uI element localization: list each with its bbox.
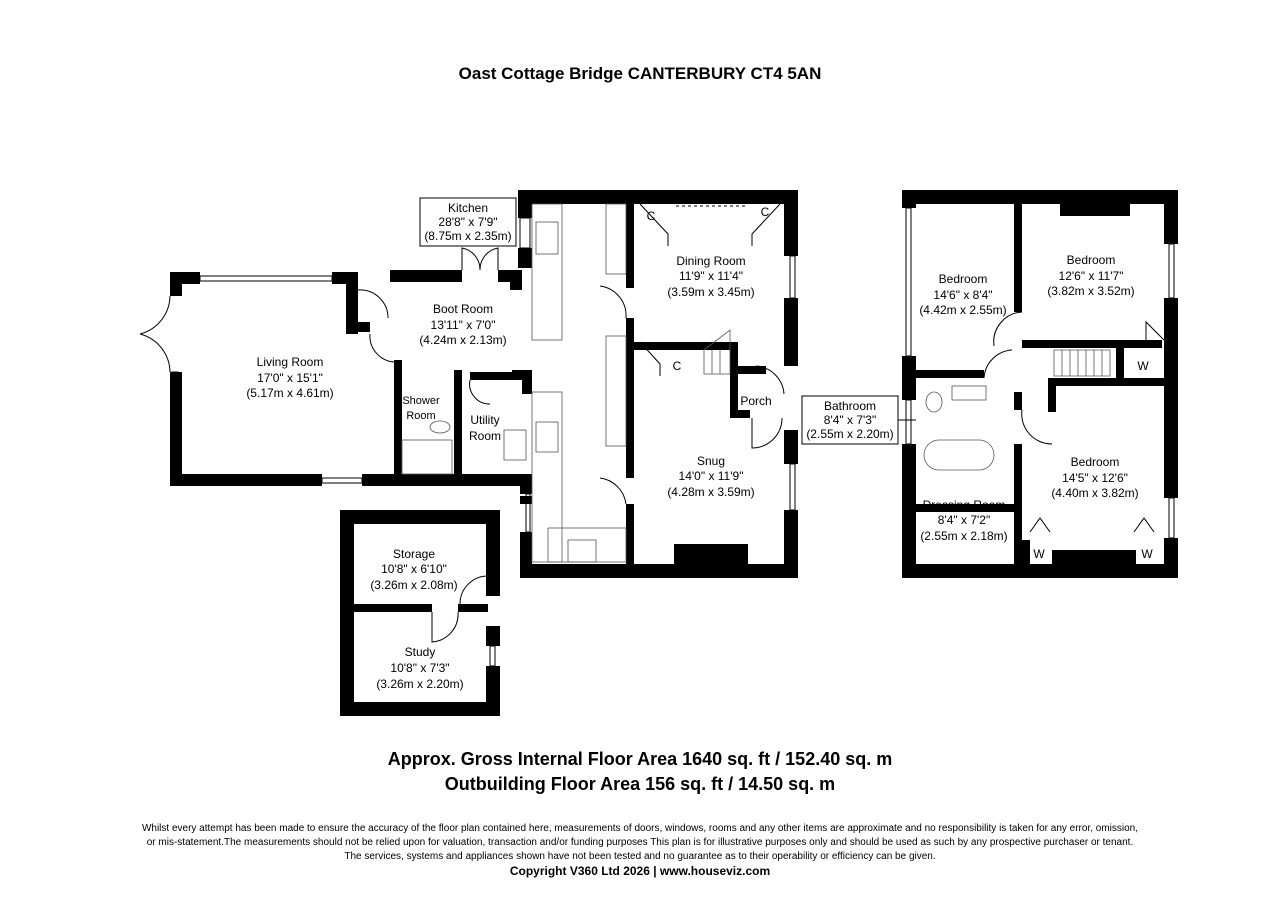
- bedroom-1-metric: (4.42m x 2.55m): [919, 303, 1006, 317]
- wardrobe-label: W: [1137, 359, 1149, 373]
- storage-imperial: 10'8" x 6'10": [381, 562, 447, 576]
- study-imperial: 10'8" x 7'3": [390, 661, 449, 675]
- dining-room-name: Dining Room: [676, 254, 745, 268]
- living-room-name: Living Room: [257, 355, 324, 369]
- plan-title: Oast Cottage Bridge CANTERBURY CT4 5AN: [458, 64, 822, 83]
- utility-room-line1: Utility: [470, 413, 499, 427]
- snug-name: Snug: [697, 454, 725, 468]
- gross-floor-area: Approx. Gross Internal Floor Area 1640 s…: [387, 749, 893, 769]
- disclaimer-line: or mis-statement.The measurements should…: [146, 837, 1134, 848]
- disclaimer-line: Whilst every attempt has been made to en…: [141, 823, 1139, 834]
- windows-and-doors: [139, 203, 1175, 667]
- kitchen-name: Kitchen: [448, 201, 488, 215]
- bedroom-3-name: Bedroom: [1071, 455, 1120, 469]
- bedroom-3-imperial: 14'5" x 12'6": [1062, 471, 1128, 485]
- floor-plan: Kitchen 28'8" x 7'9" (8.75m x 2.35m) Din…: [139, 190, 1178, 716]
- living-room-metric: (5.17m x 4.61m): [246, 386, 333, 400]
- bedroom-3-metric: (4.40m x 3.82m): [1051, 486, 1138, 500]
- snug-imperial: 14'0" x 11'9": [679, 469, 744, 483]
- copyright: Copyright V360 Ltd 2026 | www.houseviz.c…: [509, 864, 771, 878]
- shower-room-line2: Room: [406, 410, 435, 422]
- dressing-room-name: Dressing Room: [923, 498, 1006, 512]
- wardrobe-label: W: [1141, 547, 1153, 561]
- dressing-room-metric: (2.55m x 2.18m): [920, 529, 1007, 543]
- disclaimer-line: The services, systems and appliances sho…: [344, 851, 936, 862]
- kitchen-imperial: 28'8" x 7'9": [438, 215, 497, 229]
- outbuilding-floor-area: Outbuilding Floor Area 156 sq. ft / 14.5…: [444, 774, 836, 794]
- snug-metric: (4.28m x 3.59m): [667, 485, 754, 499]
- living-room-imperial: 17'0" x 15'1": [257, 371, 323, 385]
- bedroom-2-imperial: 12'6" x 11'7": [1059, 269, 1124, 283]
- bathroom-name: Bathroom: [824, 399, 876, 413]
- study-name: Study: [405, 645, 436, 659]
- dressing-room-imperial: 8'4" x 7'2": [938, 513, 990, 527]
- dining-room-imperial: 11'9" x 11'4": [679, 269, 743, 283]
- shower-room-line1: Shower: [402, 395, 440, 407]
- bedroom-2-metric: (3.82m x 3.52m): [1047, 284, 1134, 298]
- fittings: [401, 203, 1111, 563]
- storage-metric: (3.26m x 2.08m): [370, 578, 457, 592]
- boot-room-name: Boot Room: [433, 302, 493, 316]
- study-metric: (3.26m x 2.20m): [376, 677, 463, 691]
- bedroom-2-name: Bedroom: [1067, 253, 1116, 267]
- wardrobe-label: W: [1033, 547, 1045, 561]
- boot-room-metric: (4.24m x 2.13m): [419, 333, 506, 347]
- cupboard-label: C: [647, 209, 656, 223]
- walls: [170, 190, 1178, 716]
- kitchen-metric: (8.75m x 2.35m): [424, 229, 511, 243]
- cupboard-label: C: [673, 359, 682, 373]
- utility-room-line2: Room: [469, 429, 501, 443]
- bedroom-1-name: Bedroom: [939, 272, 988, 286]
- bedroom-1-imperial: 14'6" x 8'4": [933, 288, 992, 302]
- cupboard-label: C: [761, 205, 770, 219]
- boot-room-imperial: 13'11" x 7'0": [431, 318, 496, 332]
- bathroom-imperial: 8'4" x 7'3": [824, 413, 876, 427]
- dining-room-metric: (3.59m x 3.45m): [667, 285, 754, 299]
- storage-name: Storage: [393, 547, 435, 561]
- bathroom-metric: (2.55m x 2.20m): [806, 427, 893, 441]
- porch-name: Porch: [740, 394, 771, 408]
